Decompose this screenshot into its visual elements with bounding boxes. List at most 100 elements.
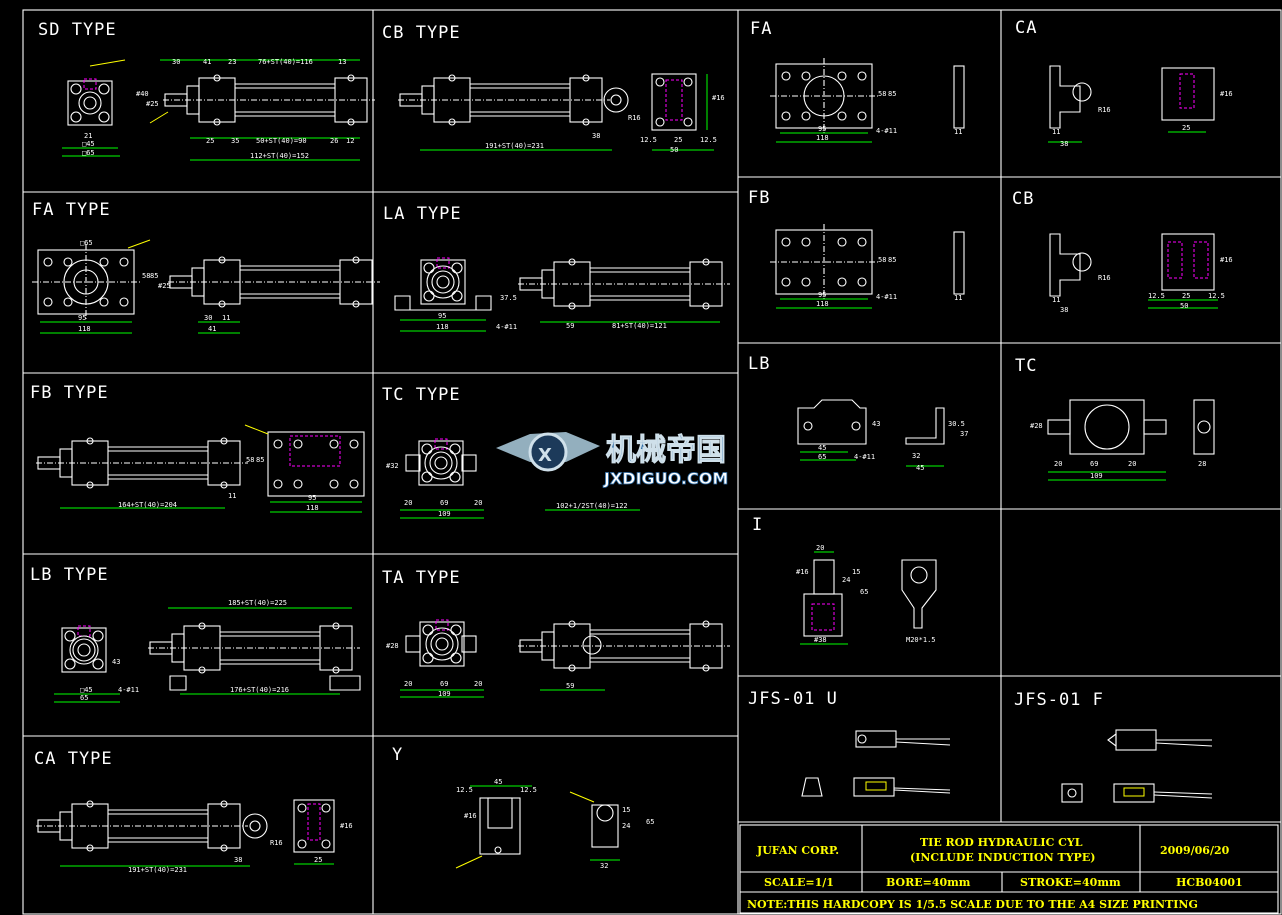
- drawing-tc-trunnion: [1047, 399, 1215, 481]
- drawing-ca-type: [35, 799, 335, 867]
- dim-sd-11: 26: [330, 137, 338, 145]
- dim-cb-5: 12.5: [700, 136, 717, 144]
- dim-y-7: 65: [646, 818, 654, 826]
- dim-ta-0: 20: [404, 680, 412, 688]
- dim-ta-1: 69: [440, 680, 448, 688]
- dim-rcb-1: 38: [1060, 306, 1068, 314]
- dim-y-4: 24: [622, 822, 630, 830]
- drawing-ta-type: [400, 619, 731, 698]
- dim-fa-8: 85: [150, 272, 158, 280]
- dim-ca-4: #16: [340, 822, 353, 830]
- drawing-jfs-01-u: [801, 730, 951, 797]
- dim-sd-0: 30: [172, 58, 180, 66]
- dim-rca-2: R16: [1098, 106, 1111, 114]
- dim-y-5: 15: [622, 806, 630, 814]
- dim-tc-4: #32: [386, 462, 399, 470]
- title-code: HCB04001: [1176, 876, 1243, 889]
- dim-lb-2: 65: [80, 694, 88, 702]
- panel-label-tc-type: TC TYPE: [382, 385, 461, 405]
- dim-ri-5: #38: [814, 636, 827, 644]
- dim-ca-2: R16: [270, 839, 283, 847]
- dim-fa-0: □65: [80, 239, 93, 247]
- dim-fa-5: 11: [222, 314, 230, 322]
- dim-sd-9: 35: [231, 137, 239, 145]
- drawing-fb-plate: [769, 223, 965, 309]
- dim-ca-3: 25: [314, 856, 322, 864]
- dim-la-1: 118: [436, 323, 449, 331]
- dim-lb-0: 185+ST(40)=225: [228, 599, 287, 607]
- dim-rcb-2: R16: [1098, 274, 1111, 282]
- drawing-cb-plate: [1049, 233, 1218, 309]
- dim-fa-2: 118: [78, 325, 91, 333]
- dim-sd-14: #40: [136, 90, 149, 98]
- drawing-fa-type: [31, 239, 381, 334]
- dim-rca-3: 25: [1182, 124, 1190, 132]
- dim-fa-6: 41: [208, 325, 216, 333]
- drawing-fa-plate: [769, 57, 965, 143]
- dim-lb-4: 176+ST(40)=216: [230, 686, 289, 694]
- dim-rcb-5: 12.5: [1208, 292, 1225, 300]
- panel-label-y: Y: [392, 745, 403, 765]
- dim-rfa-2: 4-#11: [876, 127, 897, 135]
- panel-label-tc: TC: [1015, 356, 1037, 376]
- dim-sd-10: 50+ST(40)=90: [256, 137, 307, 145]
- dim-cb-0: 191+ST(40)=231: [485, 142, 544, 150]
- title-line-2: (INCLUDE INDUCTION TYPE): [910, 851, 1095, 864]
- dim-fb-1: 95: [308, 494, 316, 502]
- dim-rlb-3: 32: [912, 452, 920, 460]
- dim-rlb-1: 65: [818, 453, 826, 461]
- drawing-jfs-01-f: [1061, 729, 1213, 803]
- drawing-lb-bracket: [797, 399, 945, 467]
- panel-label-i: I: [752, 515, 763, 535]
- dim-rlb-0: 45: [818, 444, 826, 452]
- dim-cb-2: R16: [628, 114, 641, 122]
- dim-la-2: 4-#11: [496, 323, 517, 331]
- dim-rfa-3: 58: [878, 90, 886, 98]
- dim-cb-6: 50: [670, 146, 678, 154]
- dim-la-4: 59: [566, 322, 574, 330]
- dim-fb-3: 11: [228, 492, 236, 500]
- dim-rlb-2: 4-#11: [854, 453, 875, 461]
- dim-ri-2: 24: [842, 576, 850, 584]
- dim-ca-1: 38: [234, 856, 242, 864]
- dim-cb-3: 12.5: [640, 136, 657, 144]
- dim-sd-13: 112+ST(40)=152: [250, 152, 309, 160]
- dim-fa-4: 30: [204, 314, 212, 322]
- dim-ta-4: #28: [386, 642, 399, 650]
- title-line-1: TIE ROD HYDRAULIC CYL: [920, 836, 1083, 849]
- drawing-ca-plate: [1048, 65, 1215, 143]
- dim-rlb-5: 43: [872, 420, 880, 428]
- dim-lb-3: 4-#11: [118, 686, 139, 694]
- title-company: JUFAN CORP.: [756, 844, 839, 857]
- drawing-lb-type: [54, 607, 361, 703]
- dim-rtc-5: 28: [1198, 460, 1206, 468]
- dim-la-0: 95: [438, 312, 446, 320]
- dim-tc-0: 20: [404, 499, 412, 507]
- dim-rfb-1: 118: [816, 300, 829, 308]
- dimension-labels: 30 41 23 76+ST(40)=116 13 21 □45 □65 25 …: [78, 58, 1233, 874]
- dim-rca-0: 11: [1052, 128, 1060, 136]
- drawing-la-type: [394, 257, 731, 332]
- dim-y-1: 12.5: [456, 786, 473, 794]
- dim-lb-1: □45: [80, 686, 93, 694]
- panel-label-cb-type: CB TYPE: [382, 23, 461, 43]
- dim-ca-0: 191+ST(40)=231: [128, 866, 187, 874]
- dim-rtc-1: 69: [1090, 460, 1098, 468]
- drawing-cb-type: [397, 73, 714, 151]
- dim-ri-4: 65: [860, 588, 868, 596]
- dim-fa-7: 58: [142, 272, 150, 280]
- title-bore: BORE=40mm: [886, 876, 971, 889]
- dim-la-5: 81+ST(40)=121: [612, 322, 667, 330]
- panel-label-fb: FB: [748, 188, 770, 208]
- panel-label-ta-type: TA TYPE: [382, 568, 461, 588]
- dim-rlb-6: 30.5: [948, 420, 965, 428]
- dim-fa-3: #25: [158, 282, 171, 290]
- dim-cb-7: #16: [712, 94, 725, 102]
- svg-text:X: X: [538, 445, 552, 466]
- panel-label-ca: CA: [1015, 18, 1037, 38]
- dim-fb-4: 58: [246, 456, 254, 464]
- panel-label-fa: FA: [750, 19, 772, 39]
- drawing-tc-type: [400, 438, 640, 519]
- dim-y-6: 32: [600, 862, 608, 870]
